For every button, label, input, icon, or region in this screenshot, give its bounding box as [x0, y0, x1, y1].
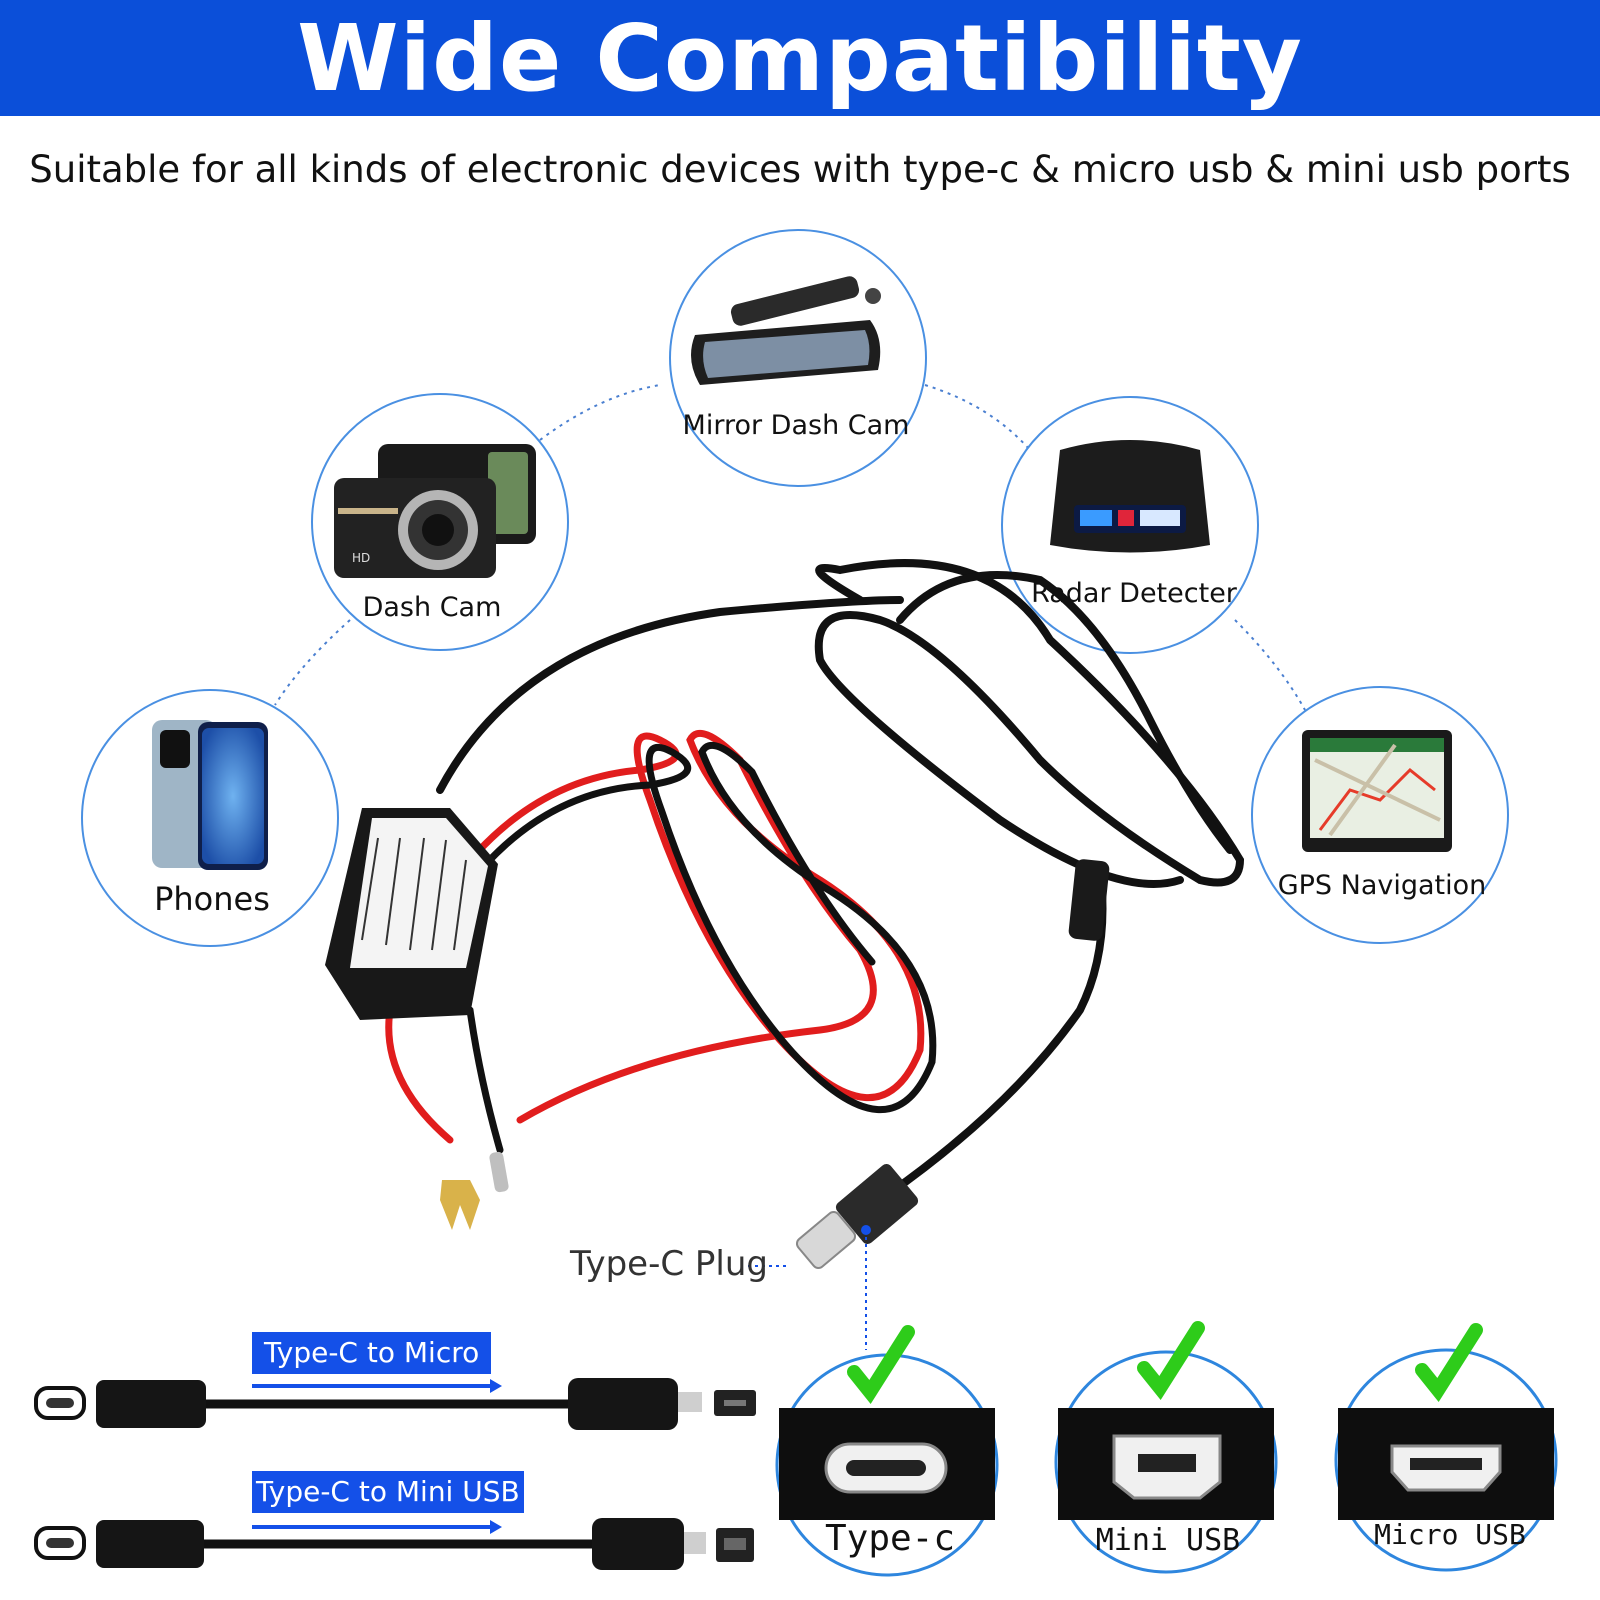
gps-navigation-icon	[1302, 730, 1452, 852]
radar-detector-icon	[1050, 440, 1210, 553]
check-icon	[847, 1325, 915, 1405]
plug-callout-line	[748, 1225, 871, 1350]
mirror-dash-cam-icon	[691, 276, 881, 385]
device-radar-detector: Radar Detecter	[1001, 396, 1259, 654]
hardwire-kit-product	[325, 559, 1245, 1270]
port-label-type-c: Type-c	[825, 1518, 955, 1559]
device-gps-navigation: GPS Navigation	[1251, 686, 1509, 944]
adapter-cable-mini-usb	[34, 1518, 754, 1570]
port-micro-usb: Micro USB	[1334, 1323, 1558, 1572]
type-c-plug-icon	[795, 1164, 919, 1270]
check-icon	[1137, 1321, 1205, 1401]
device-label-dash-cam: Dash Cam	[363, 592, 502, 623]
device-label-phones: Phones	[154, 880, 270, 918]
svg-text:HD: HD	[352, 551, 370, 565]
check-icon	[1415, 1323, 1483, 1403]
device-label-gps-navigation: GPS Navigation	[1278, 870, 1487, 901]
page-title: Wide Compatibility	[297, 4, 1303, 112]
port-label-mini-usb: Mini USB	[1096, 1523, 1241, 1558]
adapter-label-type-c-to-mini-usb: Type-C to Mini USB	[252, 1471, 524, 1513]
title-banner: Wide Compatibility	[0, 0, 1600, 116]
adapter-label-type-c-to-micro: Type-C to Micro	[252, 1332, 492, 1374]
port-type-c: Type-c	[775, 1325, 999, 1577]
port-label-micro-usb: Micro USB	[1374, 1518, 1526, 1551]
device-label-mirror-dash-cam: Mirror Dash Cam	[683, 410, 910, 441]
adapter-cable-micro	[34, 1378, 756, 1430]
port-mini-usb: Mini USB	[1054, 1321, 1278, 1574]
subtitle: Suitable for all kinds of electronic dev…	[29, 148, 1571, 191]
connection-dotted-arc	[274, 384, 1306, 711]
device-mirror-dash-cam: Mirror Dash Cam	[669, 229, 927, 487]
device-phones: Phones	[81, 689, 339, 947]
type-c-plug-label: Type-C Plug	[570, 1244, 768, 1284]
fuse-box-icon	[325, 808, 498, 1020]
device-dash-cam: HD Dash Cam	[311, 393, 569, 651]
phone-icon	[152, 720, 268, 870]
dash-cam-icon: HD	[334, 444, 536, 578]
